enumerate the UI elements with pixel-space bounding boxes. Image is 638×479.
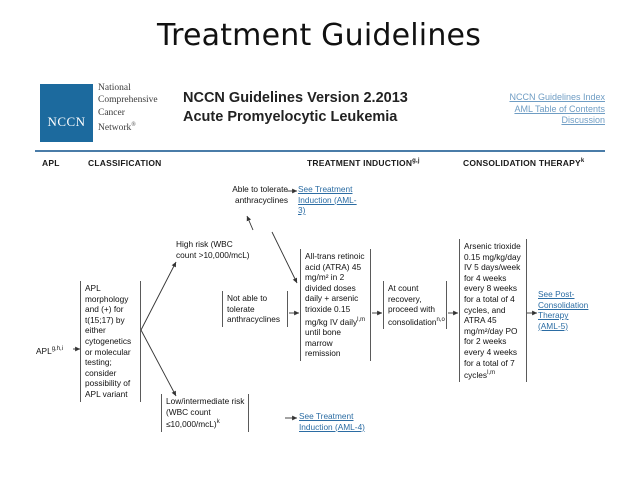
link-see-treatment-induction-aml4[interactable]: See Treatment Induction (AML-4) (299, 411, 365, 432)
high-risk-label: High risk (WBC count >10,000/mcL) (176, 239, 250, 260)
logo-word-line-4: Network® (98, 122, 136, 134)
count-recovery-box: At count recovery, proceed with consolid… (383, 281, 447, 330)
link-aml4-line2: Induction (AML-4) (299, 421, 365, 432)
link-see-treatment-induction-aml3[interactable]: See Treatment Induction (AML-3) (298, 184, 360, 216)
low-intermediate-risk-box: Low/intermediate risk (WBC count ≤10,000… (161, 394, 249, 432)
logo-word-line-3: Cancer (98, 107, 125, 118)
header-divider (35, 150, 605, 152)
column-header-consolidation-therapy: CONSOLIDATION THERAPYk (463, 158, 585, 168)
link-aml5-line3: Therapy (538, 310, 569, 321)
not-able-to-tolerate-anthracyclines-box: Not able to tolerate anthracyclines (222, 291, 288, 327)
consolidation-therapy-box: Arsenic trioxide 0.15 mg/kg/day IV 5 day… (459, 239, 527, 383)
link-aml5-line2: Consolidation (538, 299, 589, 310)
nccn-logo: NCCN National Comprehensive Cancer Netwo… (40, 82, 175, 144)
header-links: NCCN Guidelines Index AML Table of Conte… (445, 92, 605, 127)
link-aml-table-of-contents[interactable]: AML Table of Contents (514, 103, 605, 114)
link-discussion[interactable]: Discussion (561, 115, 605, 125)
link-guidelines-index[interactable]: NCCN Guidelines Index (509, 92, 605, 102)
nccn-header: NCCN National Comprehensive Cancer Netwo… (35, 80, 605, 148)
logo-word-line-2: Comprehensive (98, 95, 158, 106)
link-aml3-line1: See Treatment (298, 184, 353, 194)
guidelines-version: NCCN Guidelines Version 2.2013 (183, 90, 408, 106)
atra-induction-box: All-trans retinoic acid (ATRA) 45 mg/m² … (300, 249, 371, 361)
link-aml3-line2: Induction (AML-3) (298, 194, 357, 216)
guidelines-subject: Acute Promyelocytic Leukemia (183, 109, 398, 125)
nccn-logo-wordmark: National Comprehensive Cancer Network® (98, 82, 176, 135)
column-header-treatment-induction: TREATMENT INDUCTIONg,j (307, 158, 420, 168)
column-header-classification: CLASSIFICATION (88, 158, 162, 168)
page-title: Treatment Guidelines (156, 18, 482, 53)
link-aml5-line1: See Post- (538, 289, 575, 299)
column-header-apl: APL (42, 158, 60, 168)
link-aml5-line4: (AML-5) (538, 320, 568, 331)
able-to-tolerate-anthracyclines-label: Able to tolerate anthracyclines (232, 184, 288, 205)
guidelines-title: NCCN Guidelines Version 2.2013 Acute Pro… (183, 89, 473, 127)
link-see-post-consolidation-therapy-aml5[interactable]: See Post- Consolidation Therapy (AML-5) (538, 289, 598, 331)
registered-mark-icon: ® (131, 122, 136, 129)
logo-word-line-1: National (98, 83, 131, 93)
nccn-logo-mark: NCCN (40, 84, 93, 142)
apl-diagnosis-box: APL morphology and (+) for t(15;17) by e… (80, 281, 141, 402)
link-aml4-line1: See Treatment (299, 411, 354, 421)
apl-entry-label: APLg,h,i (36, 345, 64, 356)
